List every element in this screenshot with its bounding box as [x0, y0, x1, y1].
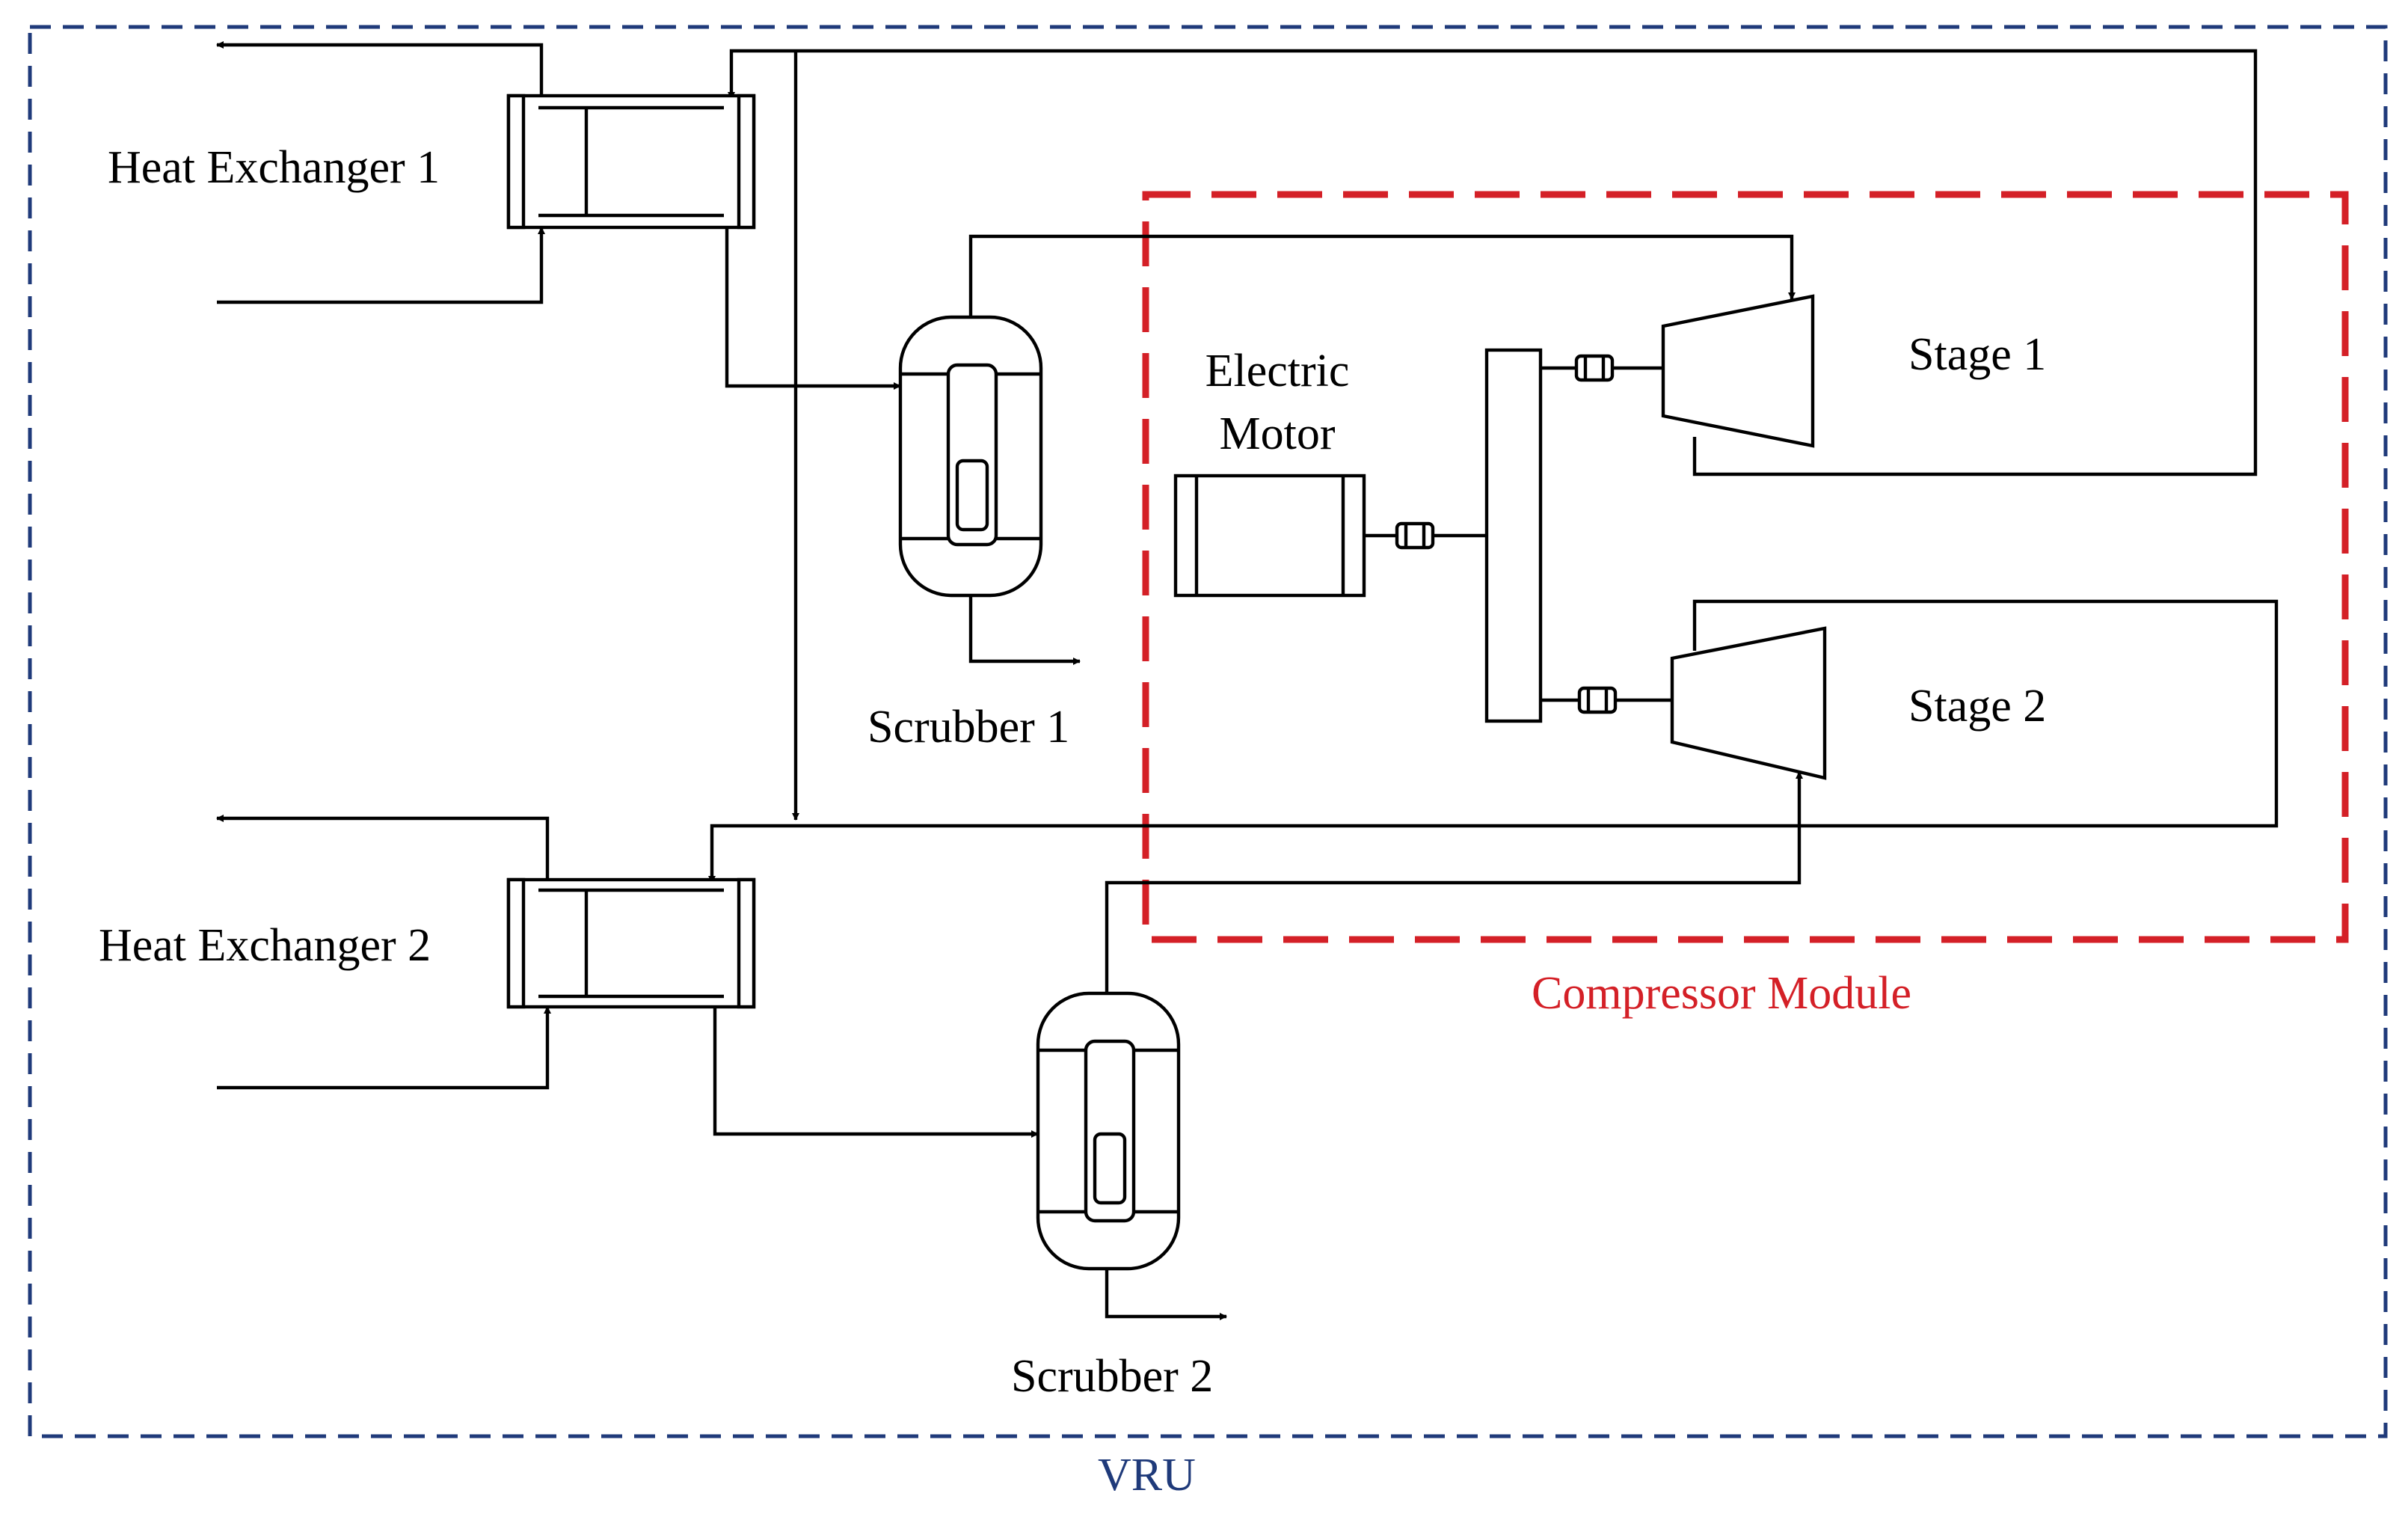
label-stage-2: Stage 2	[1908, 681, 2046, 732]
coupling-motor	[1395, 521, 1435, 550]
coupling-stage-1	[1574, 354, 1615, 382]
label-scrubber-2: Scrubber 2	[1011, 1351, 1213, 1402]
label-compressor-module: Compressor Module	[1532, 968, 1911, 1019]
label-heat-exchanger-2: Heat Exchanger 2	[99, 920, 431, 971]
heat-exchanger-1	[506, 94, 756, 230]
electric-motor	[1173, 473, 1366, 598]
scrubber-1	[898, 315, 1043, 598]
vru-boundary	[28, 25, 2388, 1438]
compressor-stage-1	[1661, 294, 1815, 448]
scrubber-2	[1036, 991, 1181, 1271]
label-electric-motor-line2: Motor	[1220, 408, 1336, 459]
label-electric-motor-line1: Electric	[1205, 346, 1350, 396]
heat-exchanger-2	[506, 877, 756, 1009]
compressor-module-boundary	[1142, 191, 2349, 943]
label-scrubber-1: Scrubber 1	[867, 702, 1069, 753]
process-lines	[216, 41, 2279, 1320]
compressor-stage-2	[1670, 626, 1827, 780]
gearbox	[1484, 348, 1543, 723]
label-stage-1: Stage 1	[1908, 329, 2046, 380]
label-heat-exchanger-1: Heat Exchanger 1	[108, 142, 440, 193]
coupling-stage-2	[1577, 686, 1618, 714]
label-vru: VRU	[1098, 1450, 1196, 1501]
